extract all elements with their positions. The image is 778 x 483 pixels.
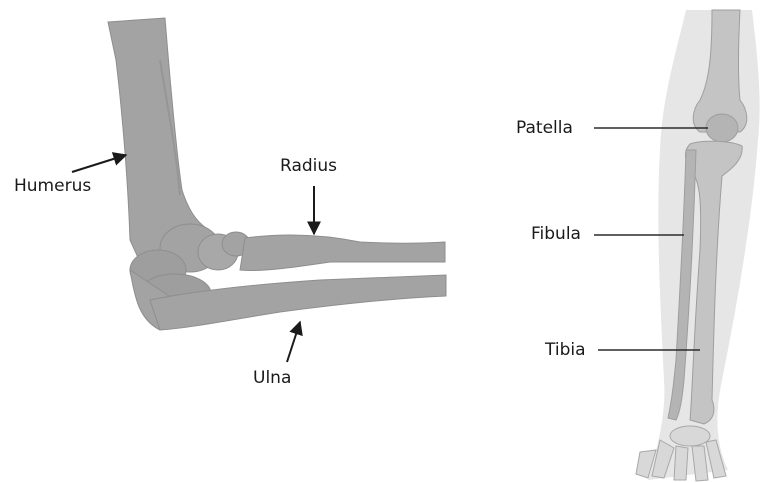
humerus-label: Humerus [14,178,91,195]
leg-illustration [636,10,760,481]
patella-bone [706,114,738,142]
ulna-label: Ulna [253,370,291,387]
humerus-pointer [72,155,126,172]
ulna-pointer [287,322,300,362]
tibia-label: Tibia [545,342,586,359]
radius-label: Radius [280,158,337,175]
fibula-label: Fibula [531,226,581,243]
arm-illustration [108,18,446,330]
patella-label: Patella [516,120,573,137]
